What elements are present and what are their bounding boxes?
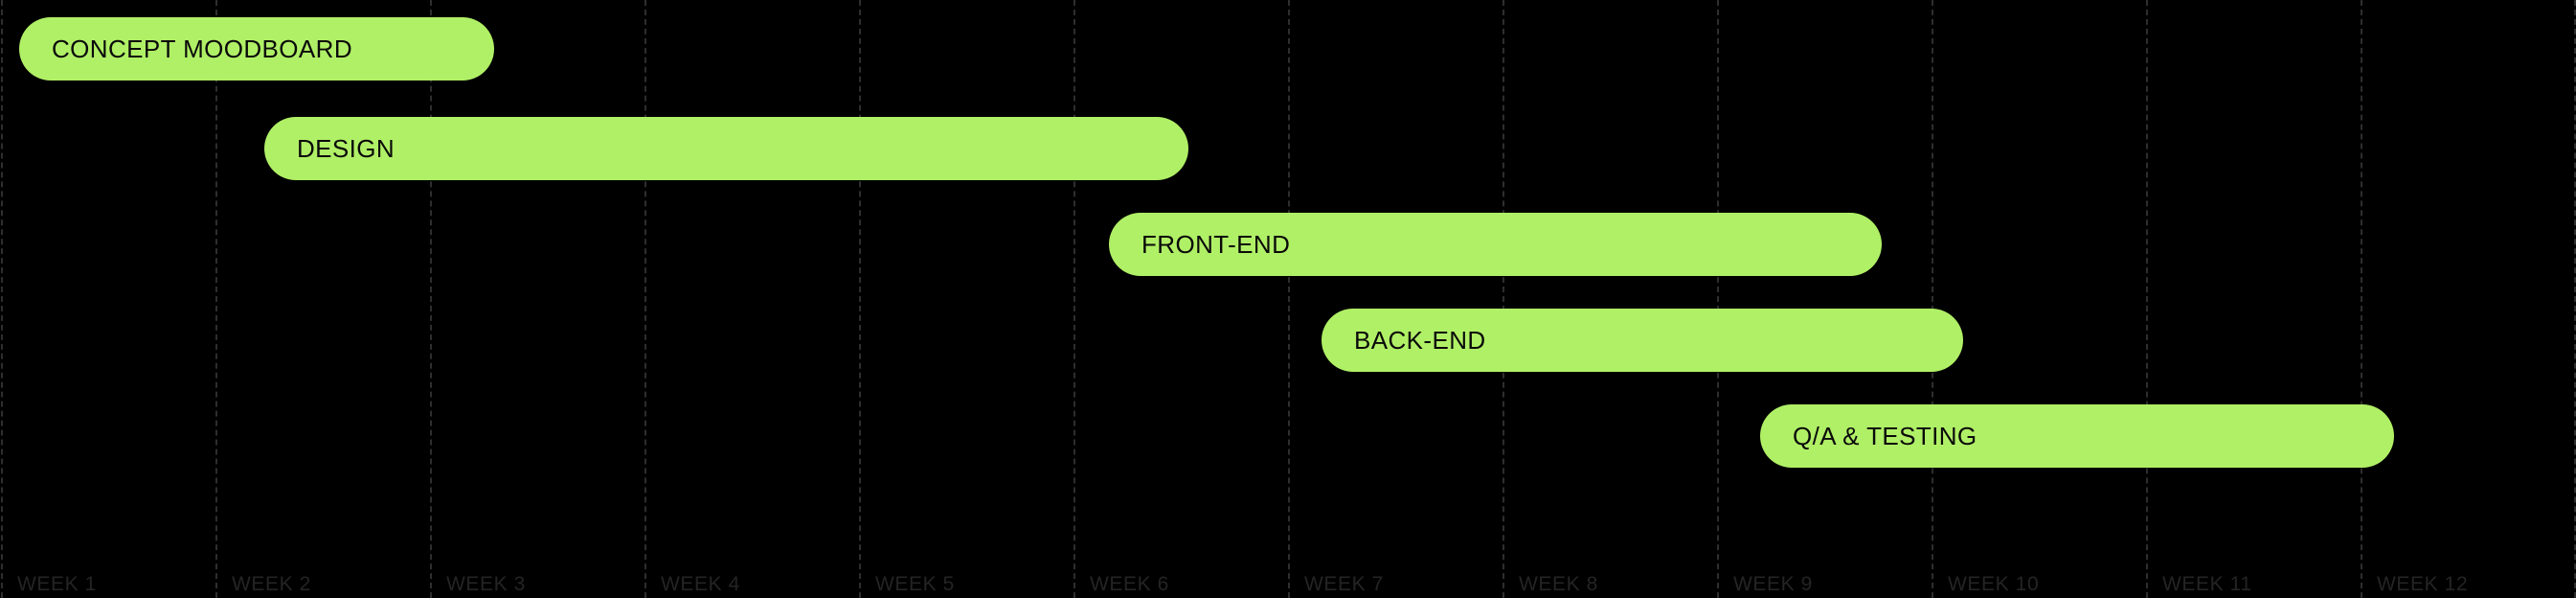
gantt-bar[interactable]: Q/A & TESTING bbox=[1760, 404, 2394, 468]
week-axis-label: WEEK 12 bbox=[2377, 573, 2469, 595]
week-axis-label: WEEK 4 bbox=[661, 573, 740, 595]
week-axis-label: WEEK 10 bbox=[1948, 573, 2040, 595]
gantt-bar-label: FRONT-END bbox=[1141, 230, 1291, 259]
week-axis-label: WEEK 1 bbox=[17, 573, 97, 595]
week-axis-label: WEEK 11 bbox=[2162, 573, 2252, 595]
gantt-bar-label: Q/A & TESTING bbox=[1793, 422, 1977, 450]
gantt-bar-label: CONCEPT MOODBOARD bbox=[52, 34, 353, 63]
gantt-bar[interactable]: DESIGN bbox=[264, 117, 1188, 180]
gantt-bar[interactable]: FRONT-END bbox=[1109, 213, 1882, 276]
week-axis-label: WEEK 6 bbox=[1090, 573, 1169, 595]
week-axis-label: WEEK 3 bbox=[446, 573, 526, 595]
week-axis-label: WEEK 7 bbox=[1304, 573, 1384, 595]
gantt-bar-label: DESIGN bbox=[297, 134, 395, 163]
timeline-axis: WEEK 1 WEEK 2 WEEK 3 WEEK 4 WEEK 5 WEEK 6 WEEK… bbox=[0, 556, 2576, 598]
week-axis-label: WEEK 8 bbox=[1519, 573, 1598, 595]
week-axis-label: WEEK 5 bbox=[875, 573, 955, 595]
week-axis-label: WEEK 9 bbox=[1733, 573, 1813, 595]
gantt-bar-label: BACK-END bbox=[1354, 326, 1486, 355]
gantt-bar[interactable]: BACK-END bbox=[1322, 309, 1963, 372]
week-axis-label: WEEK 2 bbox=[232, 573, 311, 595]
gantt-bar[interactable]: CONCEPT MOODBOARD bbox=[19, 17, 494, 80]
